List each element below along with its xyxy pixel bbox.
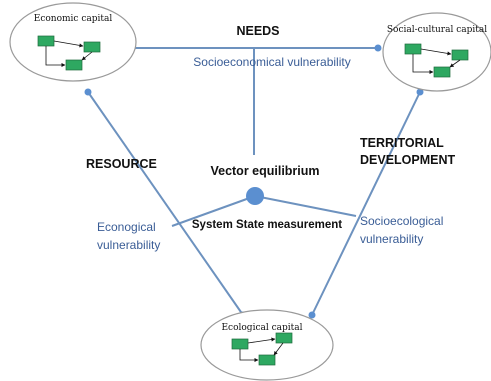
socioeconomical-vulnerability-label: Socioeconomical vulnerability <box>193 55 350 69</box>
needs-right-dot <box>374 44 382 52</box>
economic-capital-ellipse <box>9 2 137 82</box>
econogical-line-1: Econogical <box>97 220 156 234</box>
resource-line <box>87 91 244 316</box>
vector-to-left-line <box>171 195 256 227</box>
econogical-vulnerability-label: Econogical vulnerability <box>97 220 160 252</box>
system-state-label: System State measurement <box>192 219 342 231</box>
social-cultural-capital-node: Social-cultural capital <box>382 12 491 92</box>
resource-label: RESOURCE <box>86 157 157 171</box>
vector-equilibrium-dot <box>246 187 264 205</box>
ecological-capital-ellipse <box>200 309 334 381</box>
socioecological-line-1: Socioecological <box>360 214 443 228</box>
ecological-flow-icon <box>231 332 293 366</box>
connectors <box>87 47 421 316</box>
socioecological-vulnerability-label: Socioecological vulnerability <box>360 214 447 246</box>
economic-capital-label: Economic capital <box>34 14 113 24</box>
territorial-development-label: TERRITORIAL DEVELOPMENT <box>360 136 456 167</box>
needs-label: NEEDS <box>236 24 279 38</box>
economic-capital-node: Economic capital <box>9 2 137 82</box>
territorial-bottom-dot <box>308 311 316 319</box>
vector-equilibrium-label: Vector equilibrium <box>210 164 319 178</box>
social-cultural-flow-icon <box>404 43 469 78</box>
territorial-line <box>311 91 421 316</box>
economic-flow-icon <box>37 35 101 71</box>
vector-to-right-line <box>254 195 357 217</box>
territorial-top-dot <box>416 88 424 96</box>
econogical-line-2: vulnerability <box>97 238 160 252</box>
territorial-line-2: DEVELOPMENT <box>360 153 456 167</box>
social-cultural-capital-label: Social-cultural capital <box>387 25 487 35</box>
ecological-capital-label: Ecological capital <box>221 323 302 333</box>
resource-top-dot <box>84 88 92 96</box>
territorial-line-1: TERRITORIAL <box>360 136 444 150</box>
ecological-capital-node: Ecological capital <box>200 309 334 381</box>
socioecological-line-2: vulnerability <box>360 232 423 246</box>
